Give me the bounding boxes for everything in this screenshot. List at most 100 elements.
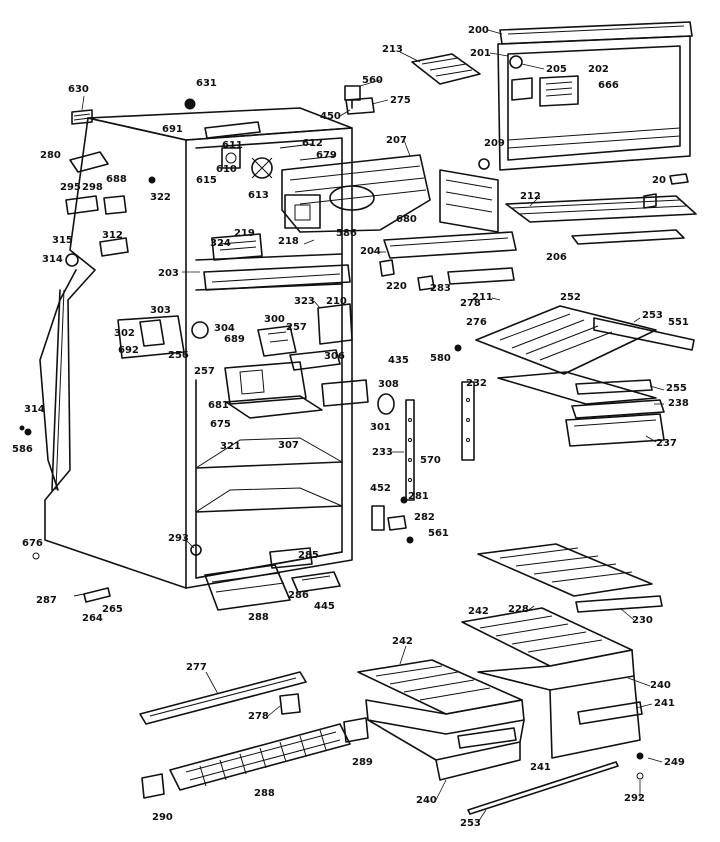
part-label: 20 xyxy=(652,175,666,186)
part-label: 303 xyxy=(150,305,171,316)
part-label: 610 xyxy=(216,164,237,175)
part-label: 201 xyxy=(470,48,491,59)
part-label: 241 xyxy=(654,698,675,709)
part-label: 249 xyxy=(664,757,685,768)
part-label: 240 xyxy=(650,680,671,691)
part-label: 212 xyxy=(520,191,541,202)
part-label: 679 xyxy=(316,150,337,161)
part-label: 612 xyxy=(302,138,323,149)
part-label: 276 xyxy=(466,317,487,328)
part-label: 286 xyxy=(288,590,309,601)
part-label: 292 xyxy=(624,793,645,804)
part-label: 280 xyxy=(40,150,61,161)
part-label: 252 xyxy=(560,292,581,303)
part-label: 692 xyxy=(118,345,139,356)
part-label: 308 xyxy=(378,379,399,390)
part-label: 257 xyxy=(194,366,215,377)
part-label: 264 xyxy=(82,613,103,624)
part-label: 324 xyxy=(210,238,231,249)
part-label: 281 xyxy=(408,491,429,502)
part-label: 288 xyxy=(248,612,269,623)
part-label: 302 xyxy=(114,328,135,339)
control-housing xyxy=(117,303,395,419)
part-label: 295 xyxy=(60,182,81,193)
part-labels: 200 201 202 205 666 213 560 275 450 631 … xyxy=(12,25,689,829)
part-label: 631 xyxy=(196,78,217,89)
part-label: 551 xyxy=(668,317,689,328)
part-label: 312 xyxy=(102,230,123,241)
freezer-right-shelf xyxy=(379,158,697,291)
freezer-evaporator-assembly xyxy=(204,121,431,233)
part-label: 301 xyxy=(370,422,391,433)
part-label: 213 xyxy=(382,44,403,55)
part-label: 283 xyxy=(430,283,451,294)
part-label: 676 xyxy=(22,538,43,549)
part-label: 218 xyxy=(278,236,299,247)
lower-mechanical xyxy=(190,544,341,611)
part-label: 613 xyxy=(248,190,269,201)
part-label: 241 xyxy=(530,762,551,773)
part-label: 298 xyxy=(82,182,103,193)
part-label: 253 xyxy=(642,310,663,321)
part-label: 233 xyxy=(372,447,393,458)
part-label: 586 xyxy=(12,444,33,455)
part-label: 570 xyxy=(420,455,441,466)
fresh-food-shelves xyxy=(371,305,695,544)
part-label: 688 xyxy=(106,174,127,185)
part-label: 290 xyxy=(152,812,173,823)
part-label: 205 xyxy=(546,64,567,75)
part-label: 232 xyxy=(466,378,487,389)
part-label: 200 xyxy=(468,25,489,36)
part-label: 615 xyxy=(196,175,217,186)
part-label: 289 xyxy=(352,757,373,768)
part-label: 275 xyxy=(390,95,411,106)
part-label: 681 xyxy=(208,400,229,411)
part-label: 680 xyxy=(396,214,417,225)
part-label: 307 xyxy=(278,440,299,451)
freezer-door xyxy=(184,21,693,171)
part-label: 219 xyxy=(234,228,255,239)
part-label: 209 xyxy=(484,138,505,149)
part-label: 314 xyxy=(42,254,63,265)
part-label: 256 xyxy=(168,350,189,361)
part-label: 242 xyxy=(468,606,489,617)
part-label: 287 xyxy=(36,595,57,606)
part-label: 257 xyxy=(286,322,307,333)
part-label: 206 xyxy=(546,252,567,263)
part-label: 322 xyxy=(150,192,171,203)
part-label: 560 xyxy=(362,75,383,86)
part-label: 314 xyxy=(24,404,45,415)
part-label: 306 xyxy=(324,351,345,362)
part-label: 210 xyxy=(326,296,347,307)
part-label: 278 xyxy=(460,298,481,309)
part-label: 277 xyxy=(186,662,207,673)
part-label: 675 xyxy=(210,419,231,430)
part-label: 691 xyxy=(162,124,183,135)
part-label: 211 xyxy=(472,292,493,303)
part-label: 282 xyxy=(414,512,435,523)
part-label: 689 xyxy=(224,334,245,345)
part-label: 230 xyxy=(632,615,653,626)
part-label: 315 xyxy=(52,235,73,246)
part-label: 202 xyxy=(588,64,609,75)
left-small-parts xyxy=(19,99,195,603)
part-label: 204 xyxy=(360,246,381,257)
part-label: 253 xyxy=(460,818,481,829)
part-label: 630 xyxy=(68,84,89,95)
part-label: 207 xyxy=(386,135,407,146)
part-label: 220 xyxy=(386,281,407,292)
part-label: 265 xyxy=(102,604,123,615)
part-label: 228 xyxy=(508,604,529,615)
part-label: 238 xyxy=(668,398,689,409)
part-label: 561 xyxy=(428,528,449,539)
part-label: 237 xyxy=(656,438,677,449)
part-label: 450 xyxy=(320,111,341,122)
part-label: 323 xyxy=(294,296,315,307)
part-label: 240 xyxy=(416,795,437,806)
part-label: 304 xyxy=(214,323,235,334)
part-label: 278 xyxy=(248,711,269,722)
part-label: 666 xyxy=(598,80,619,91)
part-label: 586 xyxy=(336,228,357,239)
crisper-cover xyxy=(477,543,663,613)
